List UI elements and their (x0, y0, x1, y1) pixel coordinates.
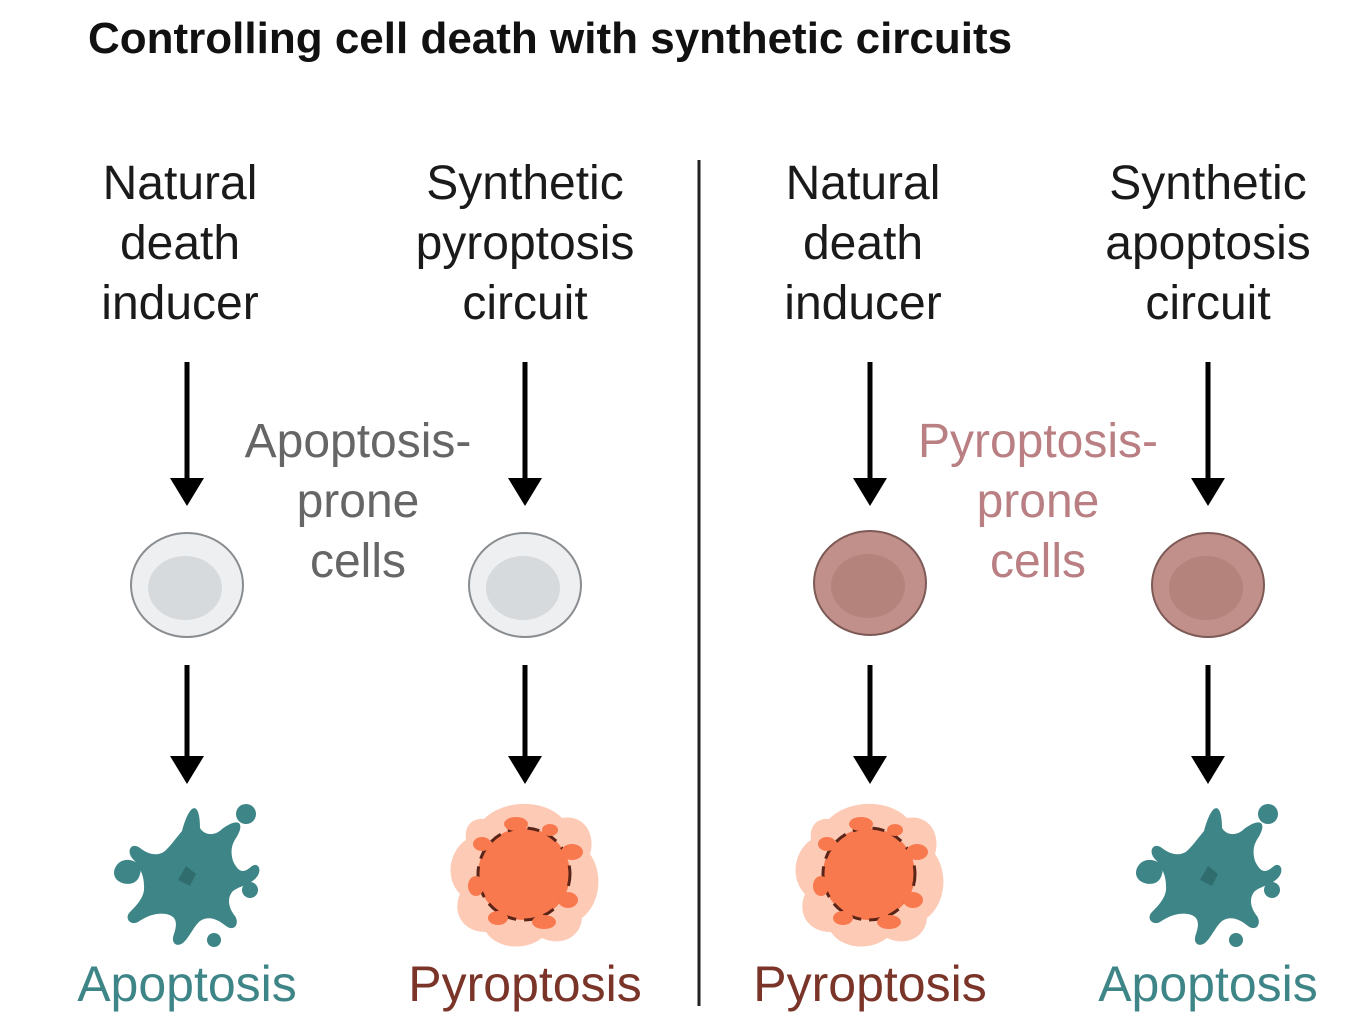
inducer-line: Natural (785, 157, 941, 210)
diagram-title: Controlling cell death with synthetic ci… (88, 14, 1013, 63)
down-arrow-icon (508, 362, 542, 506)
cell-label-line: cells (309, 535, 407, 588)
down-arrow-icon (853, 362, 887, 506)
circuit-line: apoptosis (1105, 217, 1311, 270)
pyroptosis-prone-cell-icon (813, 530, 927, 636)
down-arrow-icon (508, 665, 542, 784)
apoptosis-prone-cell-icon (130, 532, 244, 638)
synthetic-pyroptosis-circuit-label: Synthetic pyroptosis circuit (375, 154, 675, 334)
cell-label-line: prone (976, 475, 1100, 528)
down-arrow-icon (853, 665, 887, 784)
inducer-line: inducer (101, 277, 259, 330)
cell-label-line: cells (989, 535, 1087, 588)
cell-label-line: prone (296, 475, 420, 528)
circuit-line: Synthetic (1109, 157, 1307, 210)
natural-death-inducer-label: Natural death inducer (713, 154, 1013, 334)
outcome-apoptosis: Apoptosis (1098, 956, 1318, 1012)
inducer-line: inducer (784, 277, 942, 330)
inducer-line: death (802, 217, 924, 270)
outcome-pyroptosis: Pyroptosis (753, 956, 987, 1012)
natural-death-inducer-label: Natural death inducer (30, 154, 330, 334)
down-arrow-icon (1191, 665, 1225, 784)
circuit-line: pyroptosis (415, 217, 635, 270)
apoptotic-cell-icon (1136, 804, 1282, 947)
apoptosis-prone-cell-icon (468, 532, 582, 638)
circuit-line: circuit (1145, 277, 1271, 330)
pyroptosis-prone-cells-label: Pyroptosis- prone cells (888, 412, 1188, 592)
inducer-line: death (119, 217, 241, 270)
outcome-pyroptosis: Pyroptosis (408, 956, 642, 1012)
pyroptotic-cell-icon (794, 802, 945, 949)
cell-label-line: Apoptosis- (244, 415, 472, 468)
outcome-apoptosis: Apoptosis (77, 956, 297, 1012)
cell-label-line: Pyroptosis- (917, 415, 1159, 468)
down-arrow-icon (170, 362, 204, 506)
pyroptosis-prone-cell-icon (1151, 532, 1265, 638)
down-arrow-icon (170, 665, 204, 784)
down-arrow-icon (1191, 362, 1225, 506)
apoptotic-cell-icon (114, 804, 260, 947)
inducer-line: Natural (102, 157, 258, 210)
circuit-line: circuit (462, 277, 588, 330)
synthetic-apoptosis-circuit-label: Synthetic apoptosis circuit (1058, 154, 1358, 334)
circuit-line: Synthetic (426, 157, 624, 210)
pyroptotic-cell-icon (449, 802, 600, 949)
apoptosis-prone-cells-label: Apoptosis- prone cells (208, 412, 508, 592)
